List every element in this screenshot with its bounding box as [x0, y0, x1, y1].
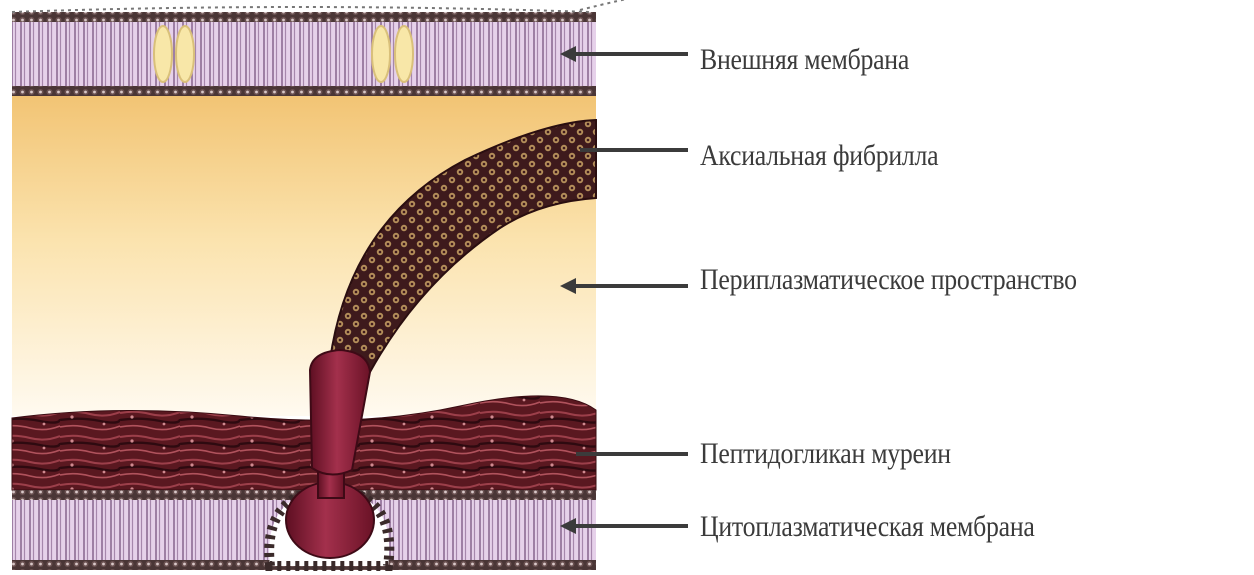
- outer-membrane: [12, 0, 650, 96]
- label-axial-fibril: Аксиальная фибрилла: [700, 138, 938, 174]
- label-periplasmic-space: Периплазматическое пространство: [700, 262, 1077, 298]
- label-outer-membrane: Внешняя мембрана: [700, 42, 909, 78]
- label-peptidoglycan: Пептидогликан муреин: [700, 436, 951, 472]
- label-cytoplasmic-membrane: Цитоплазматическая мембрана: [700, 509, 1035, 545]
